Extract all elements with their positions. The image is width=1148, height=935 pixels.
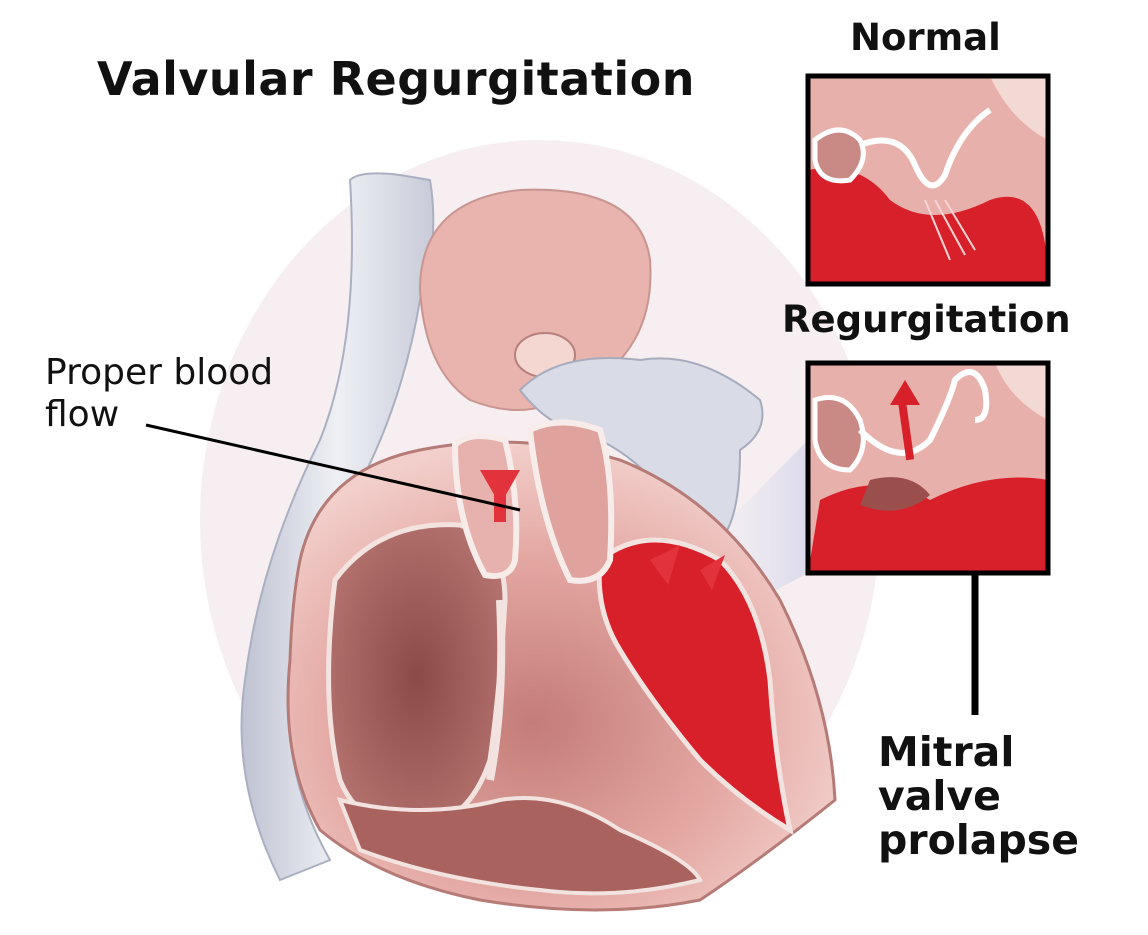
inset-regurgitation-label: Regurgitation bbox=[782, 298, 1071, 341]
aorta bbox=[418, 188, 652, 411]
mitral-valve-prolapse-label: Mitral valve prolapse bbox=[878, 728, 1080, 864]
blood-flow-arrows bbox=[480, 470, 725, 590]
septum bbox=[486, 599, 506, 781]
apex-chamber bbox=[336, 796, 703, 896]
inset-normal bbox=[805, 73, 1051, 287]
inset-regurgitation bbox=[805, 360, 1051, 576]
proper-blood-flow-label: Proper blood flow bbox=[45, 352, 274, 435]
inset-normal-label: Normal bbox=[850, 16, 1001, 59]
pulmonary-artery bbox=[518, 357, 764, 542]
atrium-loop-2 bbox=[526, 419, 615, 584]
right-ventricle bbox=[326, 522, 508, 833]
diagram-title: Valvular Regurgitation bbox=[97, 52, 695, 106]
proper-flow-leader-line bbox=[145, 423, 521, 512]
